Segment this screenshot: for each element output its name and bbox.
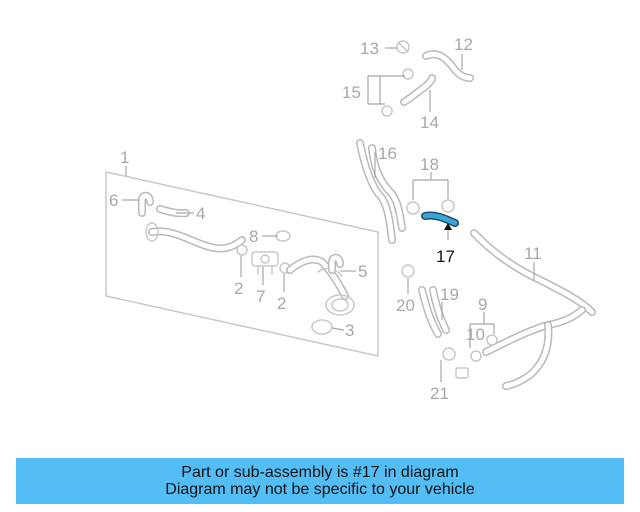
callout-5: 5 xyxy=(358,262,367,281)
leader-15 xyxy=(367,75,405,105)
callout-21: 21 xyxy=(430,384,449,403)
callout-15: 15 xyxy=(342,83,361,102)
clamp-8 xyxy=(275,230,291,242)
callout-9: 9 xyxy=(478,295,487,314)
callout-7: 7 xyxy=(256,287,265,306)
filler-neck-assembly xyxy=(286,255,355,316)
clamp-13 xyxy=(396,40,410,54)
water-pipe-11 xyxy=(470,229,596,316)
leader-9 xyxy=(469,312,495,348)
callout-16: 16 xyxy=(378,144,397,163)
callout-13: 13 xyxy=(360,39,379,58)
hose-12 xyxy=(422,50,474,82)
gasket-3 xyxy=(311,319,333,335)
small-hose-6 xyxy=(138,191,154,217)
leader-3 xyxy=(331,327,345,331)
info-banner: Part or sub-assembly is #17 in diagram D… xyxy=(16,458,624,504)
assembly-box-outline xyxy=(105,171,379,357)
hose-19 xyxy=(418,286,450,338)
callout-12: 12 xyxy=(454,35,473,54)
callout-20: 20 xyxy=(396,296,415,315)
callout-2a: 2 xyxy=(234,279,243,298)
callout-6: 6 xyxy=(109,191,118,210)
clamps-10 xyxy=(470,334,498,362)
hose-17-highlighted xyxy=(421,211,459,227)
clamps-15 xyxy=(381,68,414,117)
callout-19: 19 xyxy=(440,285,459,304)
banner-line-2: Diagram may not be specific to your vehi… xyxy=(165,481,475,498)
callout-3: 3 xyxy=(345,321,354,340)
callout-17: 17 xyxy=(436,247,455,266)
radiator-hose-assembly xyxy=(145,222,246,253)
callout-14: 14 xyxy=(420,113,439,132)
callout-4: 4 xyxy=(196,204,205,223)
sensor-21 xyxy=(442,347,469,379)
callout-10: 10 xyxy=(466,325,485,344)
callout-8: 8 xyxy=(249,227,258,246)
callout-18: 18 xyxy=(420,155,439,174)
callout-1: 1 xyxy=(120,148,129,167)
banner-line-1: Part or sub-assembly is #17 in diagram xyxy=(181,464,459,481)
callout-11: 11 xyxy=(524,244,542,263)
callout-2b: 2 xyxy=(277,294,286,313)
clamps-18 xyxy=(406,199,455,215)
hose-14 xyxy=(400,74,436,106)
hose-5 xyxy=(328,253,344,274)
water-outlet-7 xyxy=(251,251,279,275)
parts-diagram: 1 2 2 3 4 5 6 7 8 9 10 11 12 13 14 15 16… xyxy=(105,35,596,403)
leader-18 xyxy=(412,172,449,200)
water-pipe-9 xyxy=(482,306,586,390)
clamp-20 xyxy=(401,264,415,278)
leader-17-arrowhead xyxy=(444,223,452,230)
